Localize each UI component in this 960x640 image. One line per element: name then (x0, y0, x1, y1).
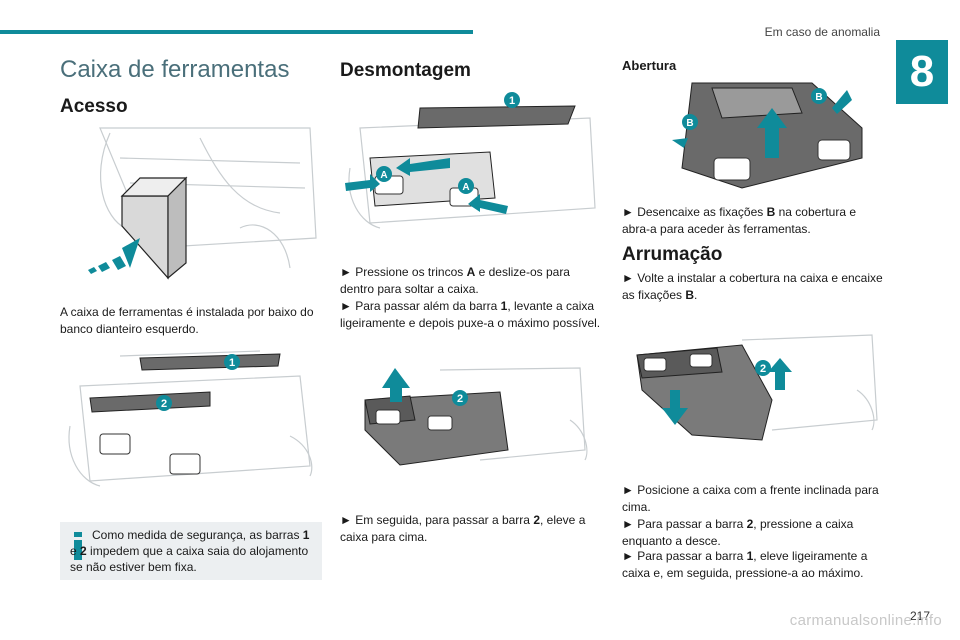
latch-figure: A A 1 (340, 88, 602, 238)
callout-2-store: 2 (760, 363, 766, 375)
page-title: Caixa de ferramentas (60, 56, 290, 83)
callout-b-right: B (815, 92, 822, 103)
step-pass-bar-1: ► Para passar além da barra 1, levante a… (340, 299, 601, 330)
callout-b-left: B (686, 118, 693, 129)
caption-location: A caixa de ferramentas é instalada por b… (60, 305, 314, 336)
callout-a-left: A (380, 170, 387, 181)
step-press-down-bar-2: ► Para passar a barra 2, pressione a cai… (622, 517, 854, 548)
callout-2-lift: 2 (457, 393, 463, 405)
safety-note-text: Como medida de segurança, as barras 1 e … (70, 528, 310, 574)
heading-desmontagem: Desmontagem (340, 60, 471, 81)
page-number: 217 (909, 609, 930, 623)
callout-1: 1 (229, 357, 235, 369)
lift-figure: 2 (340, 350, 602, 490)
callout-2: 2 (161, 398, 167, 410)
step-open-cover: ► Desencaixe as fixações B na cobertura … (622, 205, 856, 236)
heading-acesso: Acesso (60, 96, 128, 117)
watermark: carmanualsonline.info (789, 612, 942, 629)
step-press-latches: ► Pressione os trincos A e deslize-os pa… (340, 265, 570, 296)
cover-figure: B B (622, 78, 884, 196)
heading-abertura: Abertura (622, 58, 677, 73)
down-arrow-icon (662, 358, 792, 425)
step-lift-box: ► Em seguida, para passar a barra 2, ele… (340, 513, 586, 544)
chapter-number: 8 (896, 40, 948, 104)
step-press-in-bar-1: ► Para passar a barra 1, eleve ligeirame… (622, 549, 868, 580)
step-reinstall-cover: ► Volte a instalar a cobertura na caixa … (622, 271, 883, 302)
safety-note: Como medida de segurança, as barras 1 e … (60, 522, 322, 580)
open-arrow-icon (672, 90, 852, 158)
store-figure: 2 (622, 330, 884, 456)
header-accent-bar (0, 30, 473, 34)
push-arrow-icon (88, 238, 140, 274)
up-arrow-icon (382, 368, 410, 402)
callout-a-right: A (462, 182, 469, 193)
step-tilt-box: ► Posicione a caixa com a frente inclina… (622, 483, 879, 514)
heading-arrumacao: Arrumação (622, 244, 723, 265)
seat-figure (60, 118, 322, 290)
slide-arrow-icon (345, 158, 508, 214)
callout-1-desmontagem: 1 (509, 95, 515, 107)
bars-figure: 1 2 (60, 346, 322, 496)
section-title: Em caso de anomalia (764, 25, 880, 39)
info-icon (74, 532, 82, 560)
